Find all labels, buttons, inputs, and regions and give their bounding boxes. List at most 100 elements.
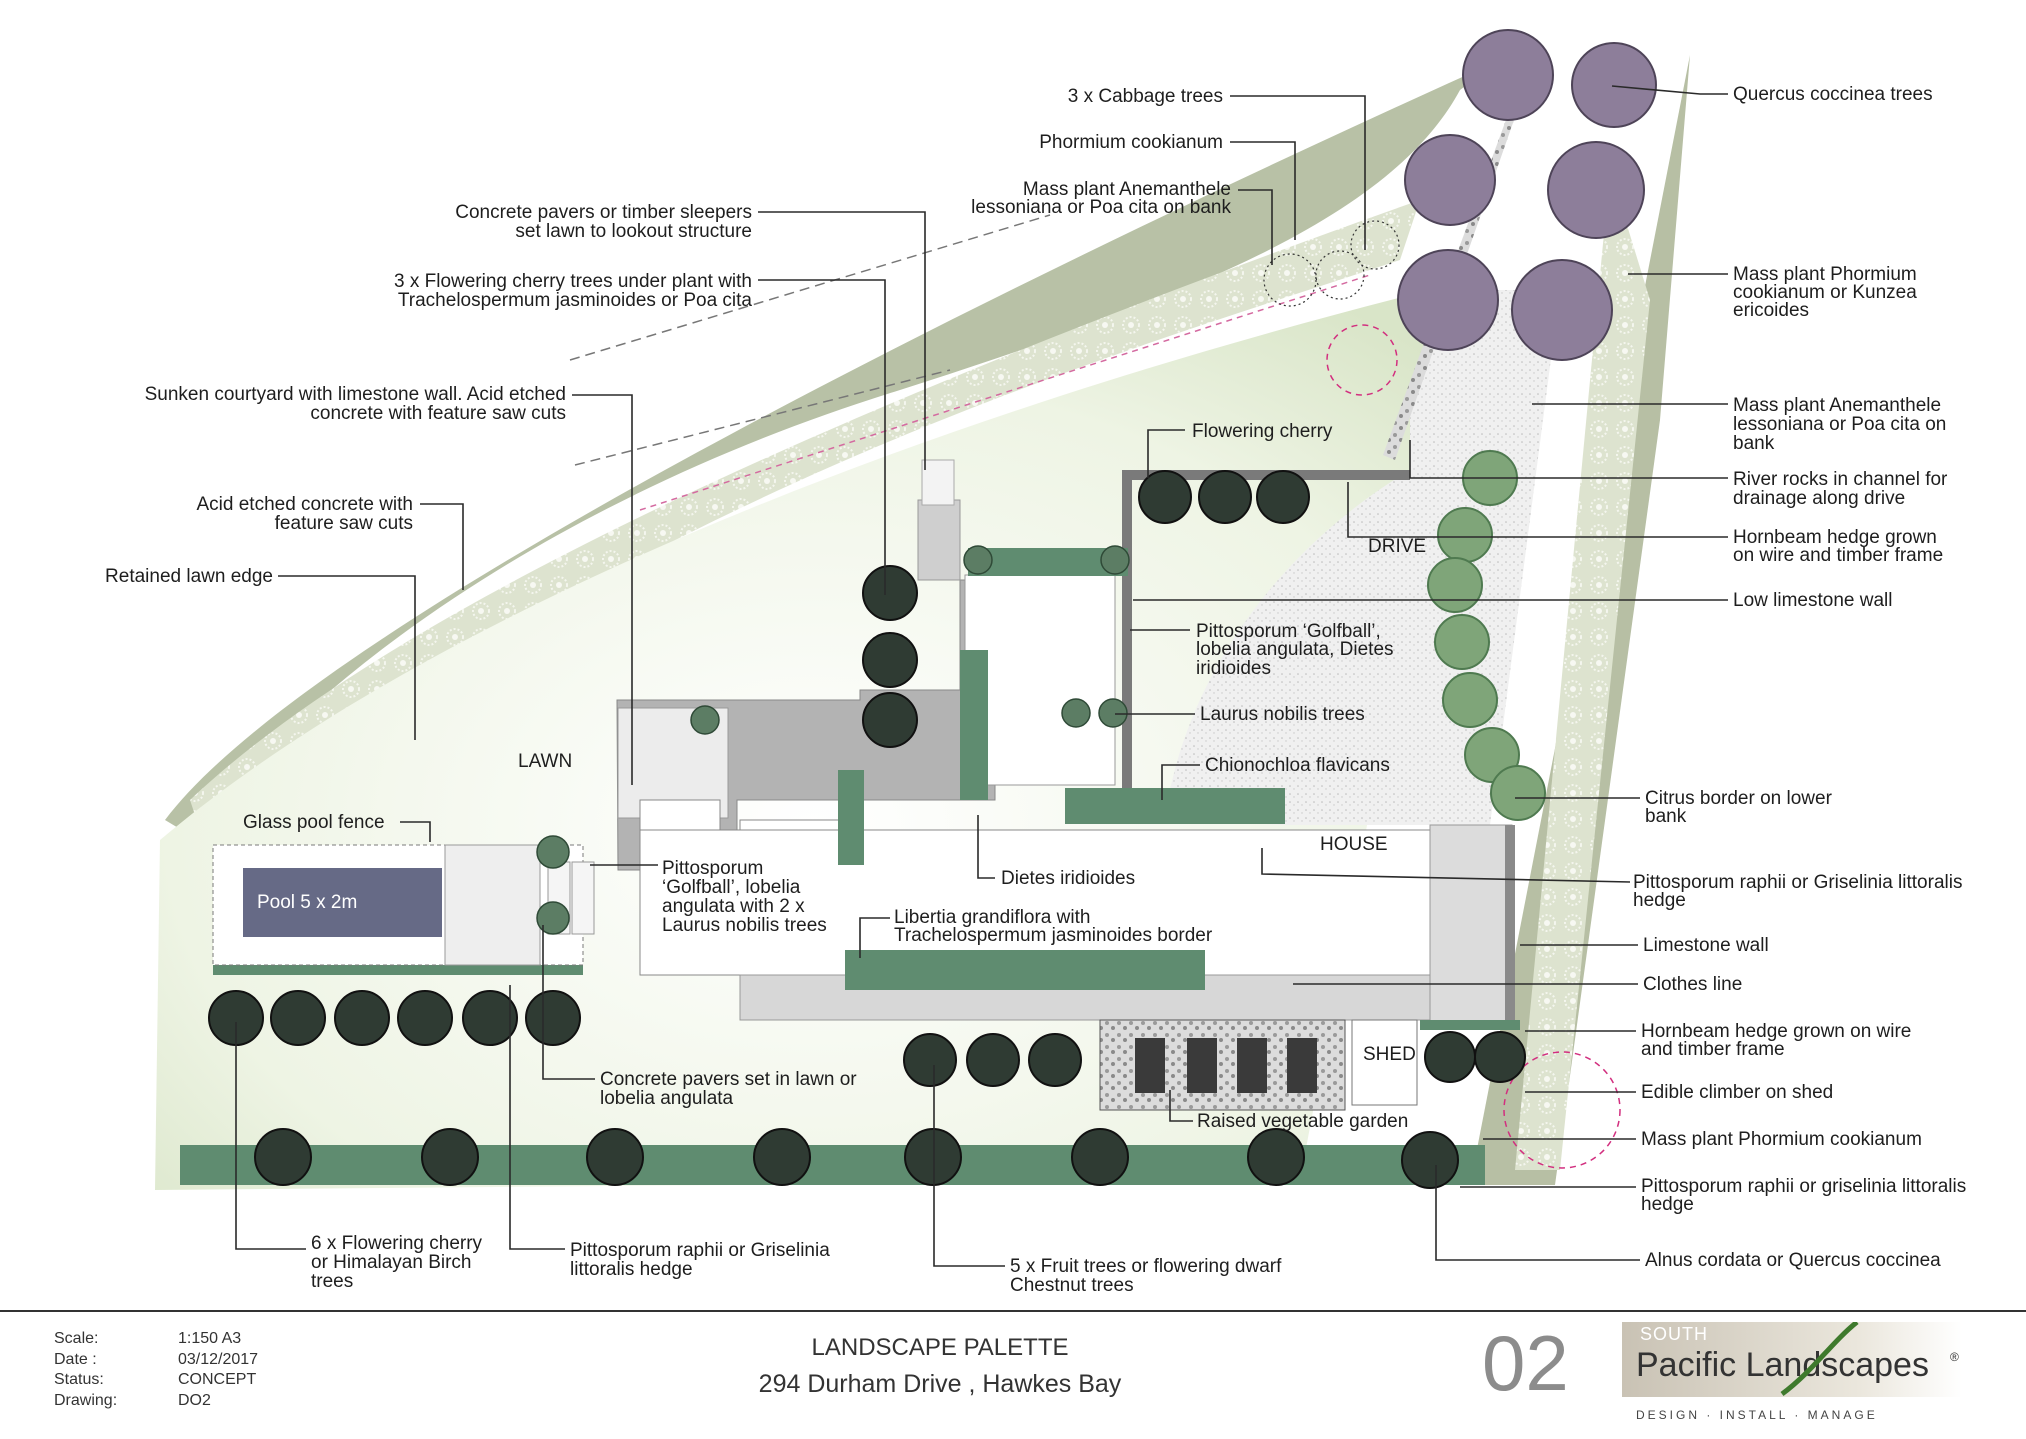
callout-six-cherry: 6 x Flowering cherry xyxy=(311,1233,483,1254)
setback-line xyxy=(569,214,1051,361)
callout-mass-anemanthele-right: lessoniana or Poa cita on xyxy=(1733,414,1946,435)
callout-river-rocks: River rocks in channel for xyxy=(1733,469,1948,490)
callouts-right: Quercus coccinea trees Mass plant Phormi… xyxy=(1633,84,1966,1271)
callout-six-cherry: trees xyxy=(311,1271,353,1292)
callout-pittosporum-golfball: iridioides xyxy=(1196,658,1271,679)
callout-mass-anemanthele: lessoniana or Poa cita on bank xyxy=(971,197,1231,218)
callout-pittosporum-golfball-left: ‘Golfball’, lobelia xyxy=(662,877,801,898)
logo-wordmark: Pacific Landscapes xyxy=(1636,1346,1929,1384)
callout-pitto-hedge-right: hedge xyxy=(1633,890,1686,911)
logo-tagline: DESIGN · INSTALL · MANAGE xyxy=(1636,1408,1878,1422)
flowering-cherry-trees xyxy=(208,470,1526,1189)
setback-line xyxy=(574,369,951,466)
status-label: Status: xyxy=(54,1371,104,1388)
callout-pavers-sleepers: Concrete pavers or timber sleepers xyxy=(455,202,752,223)
citrus-hedge-trees xyxy=(1427,450,1546,821)
logo-swoosh-icon xyxy=(1780,1322,1859,1397)
shed xyxy=(1351,1019,1418,1106)
callout-pitto-hedge-br: hedge xyxy=(1641,1194,1694,1215)
callout-quercus: Quercus coccinea trees xyxy=(1733,84,1933,105)
house-label: HOUSE xyxy=(1320,834,1388,855)
site-address: 294 Durham Drive , Hawkes Bay xyxy=(758,1370,1122,1398)
callout-limestone-wall: Limestone wall xyxy=(1643,935,1769,956)
sheet-number: 02 xyxy=(1482,1319,1569,1407)
callout-raised-veg: Raised vegetable garden xyxy=(1197,1111,1408,1132)
hedge-left-courtyard xyxy=(838,770,864,865)
callout-mass-phormium-kunzea: Mass plant Phormium xyxy=(1733,264,1917,285)
house-roof xyxy=(964,574,1116,786)
hedge-shed xyxy=(1420,1020,1520,1030)
title-block: Scale: 1:150 A3 Date : 03/12/2017 Status… xyxy=(0,1310,2026,1439)
status-value: CONCEPT xyxy=(178,1371,257,1388)
callout-pavers-sleepers: set lawn to lookout structure xyxy=(515,221,752,242)
drawing-value: DO2 xyxy=(178,1392,211,1409)
callout-pavers-lawn: lobelia angulata xyxy=(600,1088,734,1109)
callout-cherry-underplant: 3 x Flowering cherry trees under plant w… xyxy=(394,271,752,292)
callouts-mid: Flowering cherry Pittosporum ‘Golfball’,… xyxy=(243,421,1408,1296)
callout-pittosporum-golfball-left: Pittosporum xyxy=(662,858,763,879)
laurus-trees xyxy=(536,545,1130,935)
edible-climber-canopy xyxy=(1503,1051,1621,1169)
callout-pittosporum-golfball-left: Laurus nobilis trees xyxy=(662,915,827,936)
callout-cherry-underplant: Trachelospermum jasminoides or Poa cita xyxy=(398,290,753,311)
callout-fruit-trees: Chestnut trees xyxy=(1010,1275,1134,1296)
leader-lines xyxy=(235,85,1728,1267)
pool-paving xyxy=(444,844,541,966)
callout-acid-etched: feature saw cuts xyxy=(275,513,413,534)
callout-cabbage-trees: 3 x Cabbage trees xyxy=(1068,86,1223,107)
upper-bank-planting xyxy=(190,200,1420,830)
pool xyxy=(237,862,448,943)
callout-pittosporum-golfball-left: angulata with 2 x xyxy=(662,896,805,917)
logo-south: SOUTH xyxy=(1640,1324,1708,1344)
callout-chionochloa: Chionochloa flavicans xyxy=(1205,755,1390,776)
callout-low-limestone: Low limestone wall xyxy=(1733,590,1892,611)
date-value: 03/12/2017 xyxy=(178,1351,259,1368)
callout-laurus-trees: Laurus nobilis trees xyxy=(1200,704,1365,725)
callout-acid-etched: Acid etched concrete with xyxy=(196,494,413,515)
callout-citrus: bank xyxy=(1645,806,1687,827)
right-bank-planting xyxy=(1515,170,1650,1170)
site-labels: LAWN DRIVE HOUSE SHED xyxy=(518,536,1426,1065)
callout-mass-phormium-kunzea: ericoides xyxy=(1733,300,1809,321)
scale-value: 1:150 A3 xyxy=(178,1330,242,1347)
landscape-plan: Pool 5 x 2m xyxy=(105,29,1966,1296)
callout-six-cherry: or Himalayan Birch xyxy=(311,1252,472,1273)
callout-clothes-line: Clothes line xyxy=(1643,974,1742,995)
callout-mass-phormium-kunzea: cookianum or Kunzea xyxy=(1733,282,1917,303)
callout-glass-fence: Glass pool fence xyxy=(243,812,385,833)
callout-pitto-hedge-right: Pittosporum raphii or Griselinia littora… xyxy=(1633,872,1962,893)
callout-phormium-cookianum: Phormium cookianum xyxy=(1039,132,1223,153)
hedge-pool xyxy=(213,965,583,975)
veg-bed xyxy=(1135,1038,1165,1093)
pool-label: Pool 5 x 2m xyxy=(257,892,357,913)
callout-mass-anemanthele-right: bank xyxy=(1733,433,1775,454)
lookout-path xyxy=(921,459,955,506)
callout-alnus: Alnus cordata or Quercus coccinea xyxy=(1645,1250,1941,1271)
callout-fruit-trees: 5 x Fruit trees or flowering dwarf xyxy=(1010,1256,1282,1277)
callout-libertia: Trachelospermum jasminoides border xyxy=(894,925,1213,946)
callout-river-rocks: drainage along drive xyxy=(1733,488,1905,509)
lawn-pavers xyxy=(571,861,595,935)
callout-libertia: Libertia grandiflora with xyxy=(894,907,1090,928)
callouts-left: 3 x Cabbage trees Phormium cookianum Mas… xyxy=(105,86,1231,587)
lawn-label: LAWN xyxy=(518,751,572,772)
callout-hornbeam: Hornbeam hedge grown xyxy=(1733,527,1937,548)
hedge-house-south xyxy=(845,950,1205,990)
company-logo: SOUTH Pacific Landscapes ® xyxy=(1622,1322,1962,1397)
drawing-label: Drawing: xyxy=(54,1392,118,1409)
cherry-canopy xyxy=(1326,324,1398,396)
callout-edible-climber: Edible climber on shed xyxy=(1641,1082,1833,1103)
date-label: Date : xyxy=(54,1351,97,1368)
callout-mass-phormium: Mass plant Phormium cookianum xyxy=(1641,1129,1922,1150)
quercus-trees xyxy=(1397,29,1657,361)
cabbage-trees xyxy=(1263,220,1400,307)
callout-hornbeam-shed: and timber frame xyxy=(1641,1039,1785,1060)
upper-bank xyxy=(165,60,1500,835)
callout-mass-anemanthele: Mass plant Anemanthele xyxy=(1023,179,1231,200)
callout-pavers-lawn: Concrete pavers set in lawn or xyxy=(600,1069,857,1090)
drive-label: DRIVE xyxy=(1368,536,1426,557)
drawing-title: LANDSCAPE PALETTE xyxy=(811,1334,1069,1361)
shed-label: SHED xyxy=(1363,1044,1416,1065)
steps xyxy=(917,499,961,581)
callout-hornbeam: on wire and timber frame xyxy=(1733,545,1943,566)
